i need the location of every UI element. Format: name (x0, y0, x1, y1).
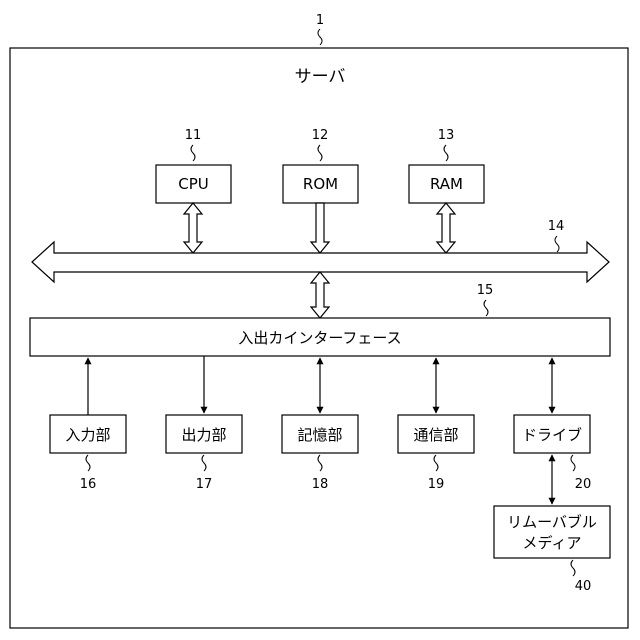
bus-reference-number: 14 (548, 219, 565, 234)
removable-media-label-line1: リムーバブル (507, 513, 597, 531)
storage-unit-reference-number: 18 (312, 477, 329, 492)
removable-media-reference-number: 40 (575, 579, 592, 594)
output-unit-label: 出力部 (181, 426, 226, 444)
input-unit-reference-number: 16 (80, 477, 97, 492)
io-interface-reference-number: 15 (477, 283, 494, 298)
ram-reference-number: 13 (438, 128, 455, 143)
communication-unit-reference-number: 19 (428, 477, 445, 492)
ram-label: RAM (430, 175, 463, 193)
input-unit-label: 入力部 (65, 426, 110, 444)
communication-unit-label: 通信部 (413, 426, 458, 444)
storage-unit-label: 記憶部 (297, 426, 342, 444)
server-reference-number: 1 (316, 13, 324, 28)
io-interface-label: 入出カインターフェース (238, 329, 401, 347)
output-unit-reference-number: 17 (196, 477, 213, 492)
drive-label: ドライブ (522, 426, 582, 444)
rom-reference-number: 12 (312, 128, 329, 143)
server-leader-line (318, 29, 322, 45)
removable-media-label-line2: メディア (523, 534, 582, 552)
cpu-reference-number: 11 (185, 128, 202, 143)
cpu-label: CPU (178, 175, 209, 193)
rom-label: ROM (303, 175, 338, 193)
drive-reference-number: 20 (575, 477, 592, 492)
server-title: サーバ (295, 67, 346, 87)
